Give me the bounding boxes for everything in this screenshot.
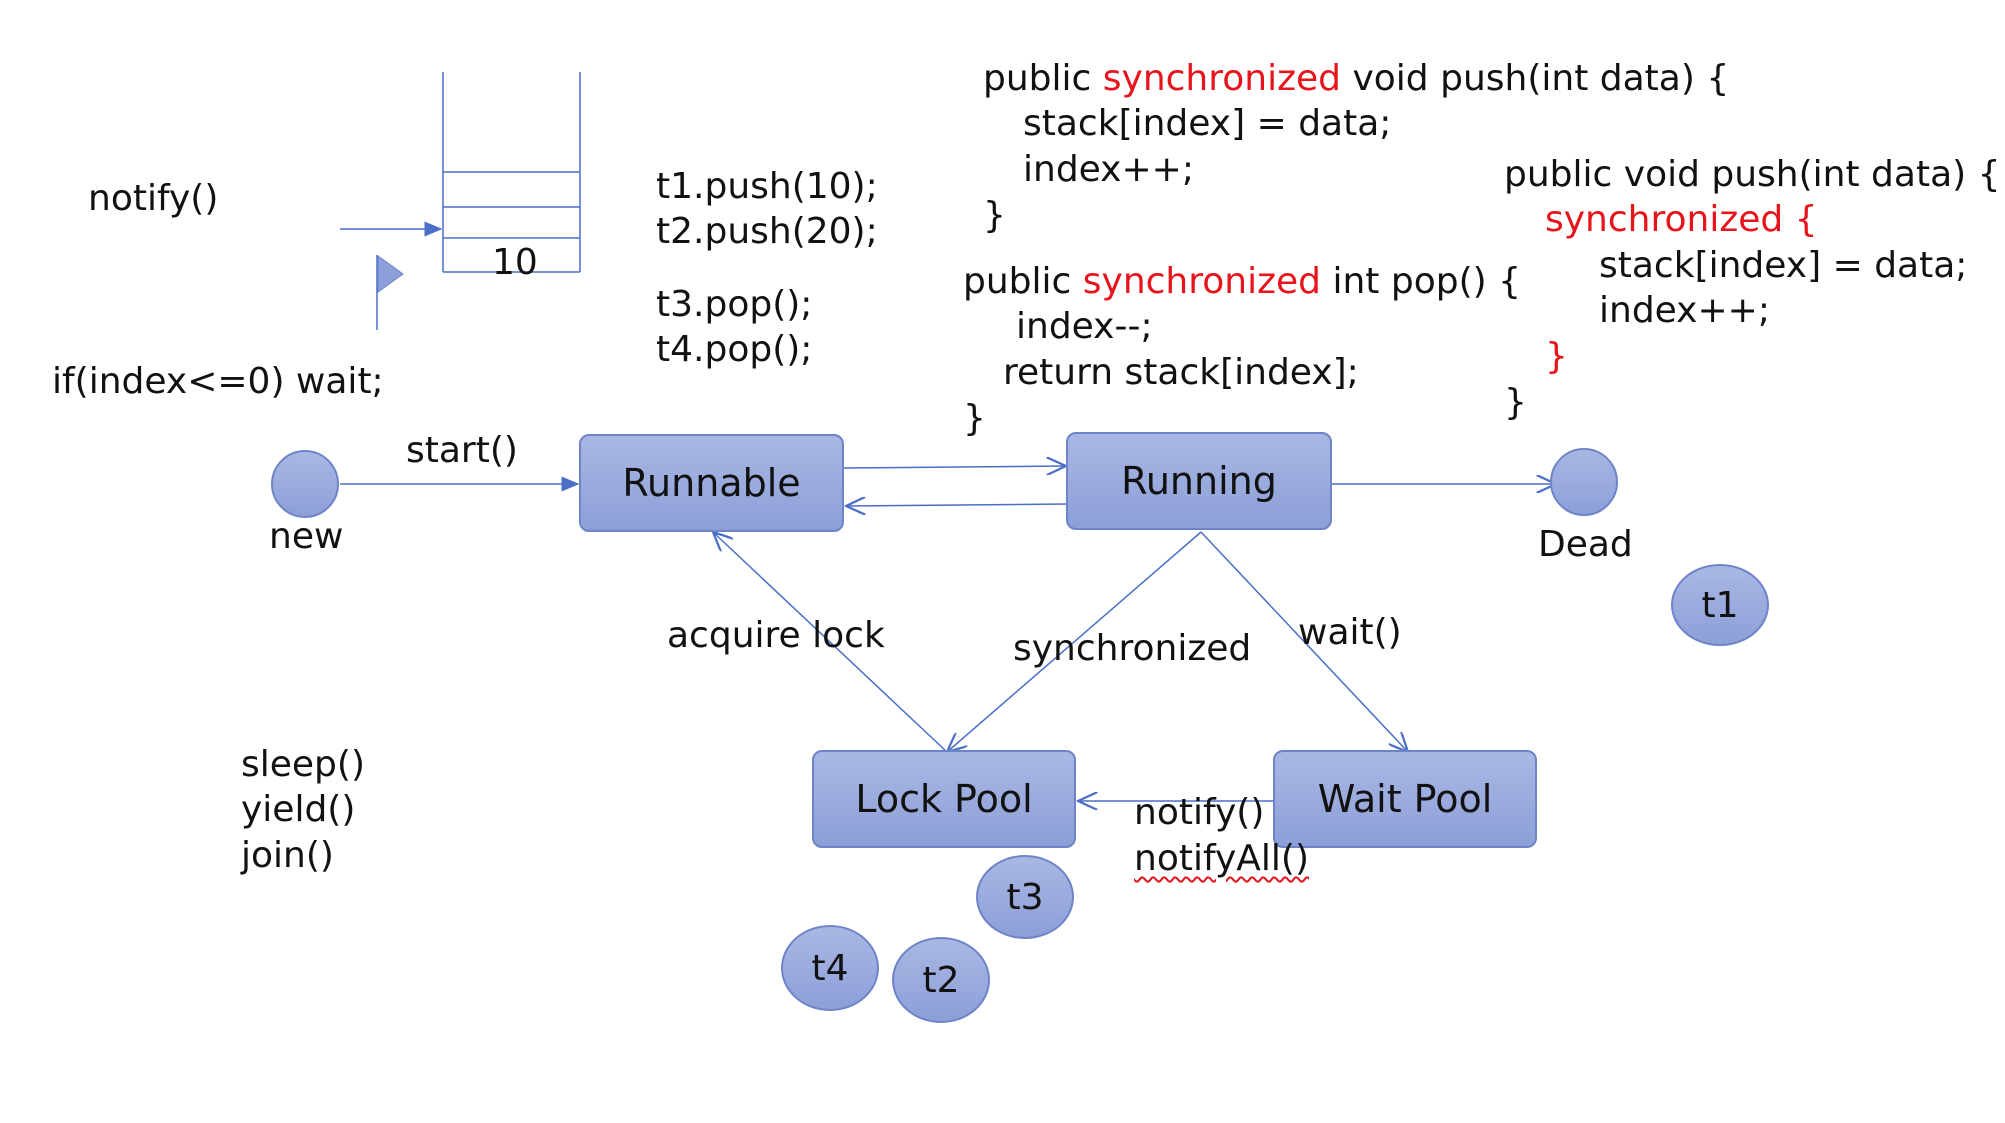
pointer-flag-icon xyxy=(377,255,404,293)
thread-t3: t3 xyxy=(976,855,1074,939)
dead-state-node xyxy=(1550,448,1618,516)
code-pop-sync-line3: return stack[index]; xyxy=(1003,352,1359,393)
join-label: join() xyxy=(241,835,334,876)
call-t2-push: t2.push(20); xyxy=(656,211,878,252)
code-push-block-line6: } xyxy=(1504,382,1527,423)
new-label: new xyxy=(269,516,344,557)
code-pop-sync-line4: } xyxy=(963,398,986,439)
yield-label: yield() xyxy=(241,789,356,830)
arrow-running-to-waitpool xyxy=(1200,531,1408,752)
start-label: start() xyxy=(406,430,518,471)
synchronized-label: synchronized xyxy=(1013,628,1252,669)
thread-t4: t4 xyxy=(781,925,879,1011)
arrow-runnable-to-running xyxy=(843,466,1066,468)
dead-label: Dead xyxy=(1538,524,1633,565)
code-pop-sync-line1: public synchronized int pop() { xyxy=(963,261,1522,302)
code-push-sync-line3: index++; xyxy=(1023,149,1194,190)
wait-label: wait() xyxy=(1298,612,1402,653)
lock-pool-state: Lock Pool xyxy=(812,750,1076,848)
code-push-sync-line2: stack[index] = data; xyxy=(1023,103,1392,144)
thread-t1: t1 xyxy=(1671,564,1769,646)
code-push-block-line1: public void push(int data) { xyxy=(1504,154,2001,195)
arrow-running-to-lockpool xyxy=(947,531,1202,752)
sleep-label: sleep() xyxy=(241,744,365,785)
call-t3-pop: t3.pop(); xyxy=(656,284,813,325)
code-push-block-line5: } xyxy=(1545,336,1568,377)
code-push-sync-line4: } xyxy=(983,195,1006,236)
wait-pool-state: Wait Pool xyxy=(1273,750,1537,848)
notifyall-transition-label: notifyAll() xyxy=(1134,838,1310,879)
stack-value: 10 xyxy=(492,242,538,283)
stack-diagram xyxy=(340,72,581,330)
running-state: Running xyxy=(1066,432,1332,530)
thread-t2: t2 xyxy=(892,937,990,1023)
if-wait-label: if(index<=0) wait; xyxy=(52,361,384,402)
code-push-block-line2: synchronized { xyxy=(1545,199,1818,240)
call-t1-push: t1.push(10); xyxy=(656,166,878,207)
notify-label: notify() xyxy=(88,178,219,219)
arrow-lockpool-to-runnable xyxy=(713,532,948,753)
code-push-block-line4: index++; xyxy=(1599,290,1770,331)
code-pop-sync-line2: index--; xyxy=(1016,306,1153,347)
code-push-block-line3: stack[index] = data; xyxy=(1599,245,1968,286)
code-push-sync-line1: public synchronized void push(int data) … xyxy=(983,58,1730,99)
acquire-lock-label: acquire lock xyxy=(667,615,885,656)
new-state-node xyxy=(271,450,339,518)
call-t4-pop: t4.pop(); xyxy=(656,329,813,370)
arrow-running-to-runnable xyxy=(846,504,1067,506)
runnable-state: Runnable xyxy=(579,434,844,532)
notify-transition-label: notify() xyxy=(1134,792,1265,833)
